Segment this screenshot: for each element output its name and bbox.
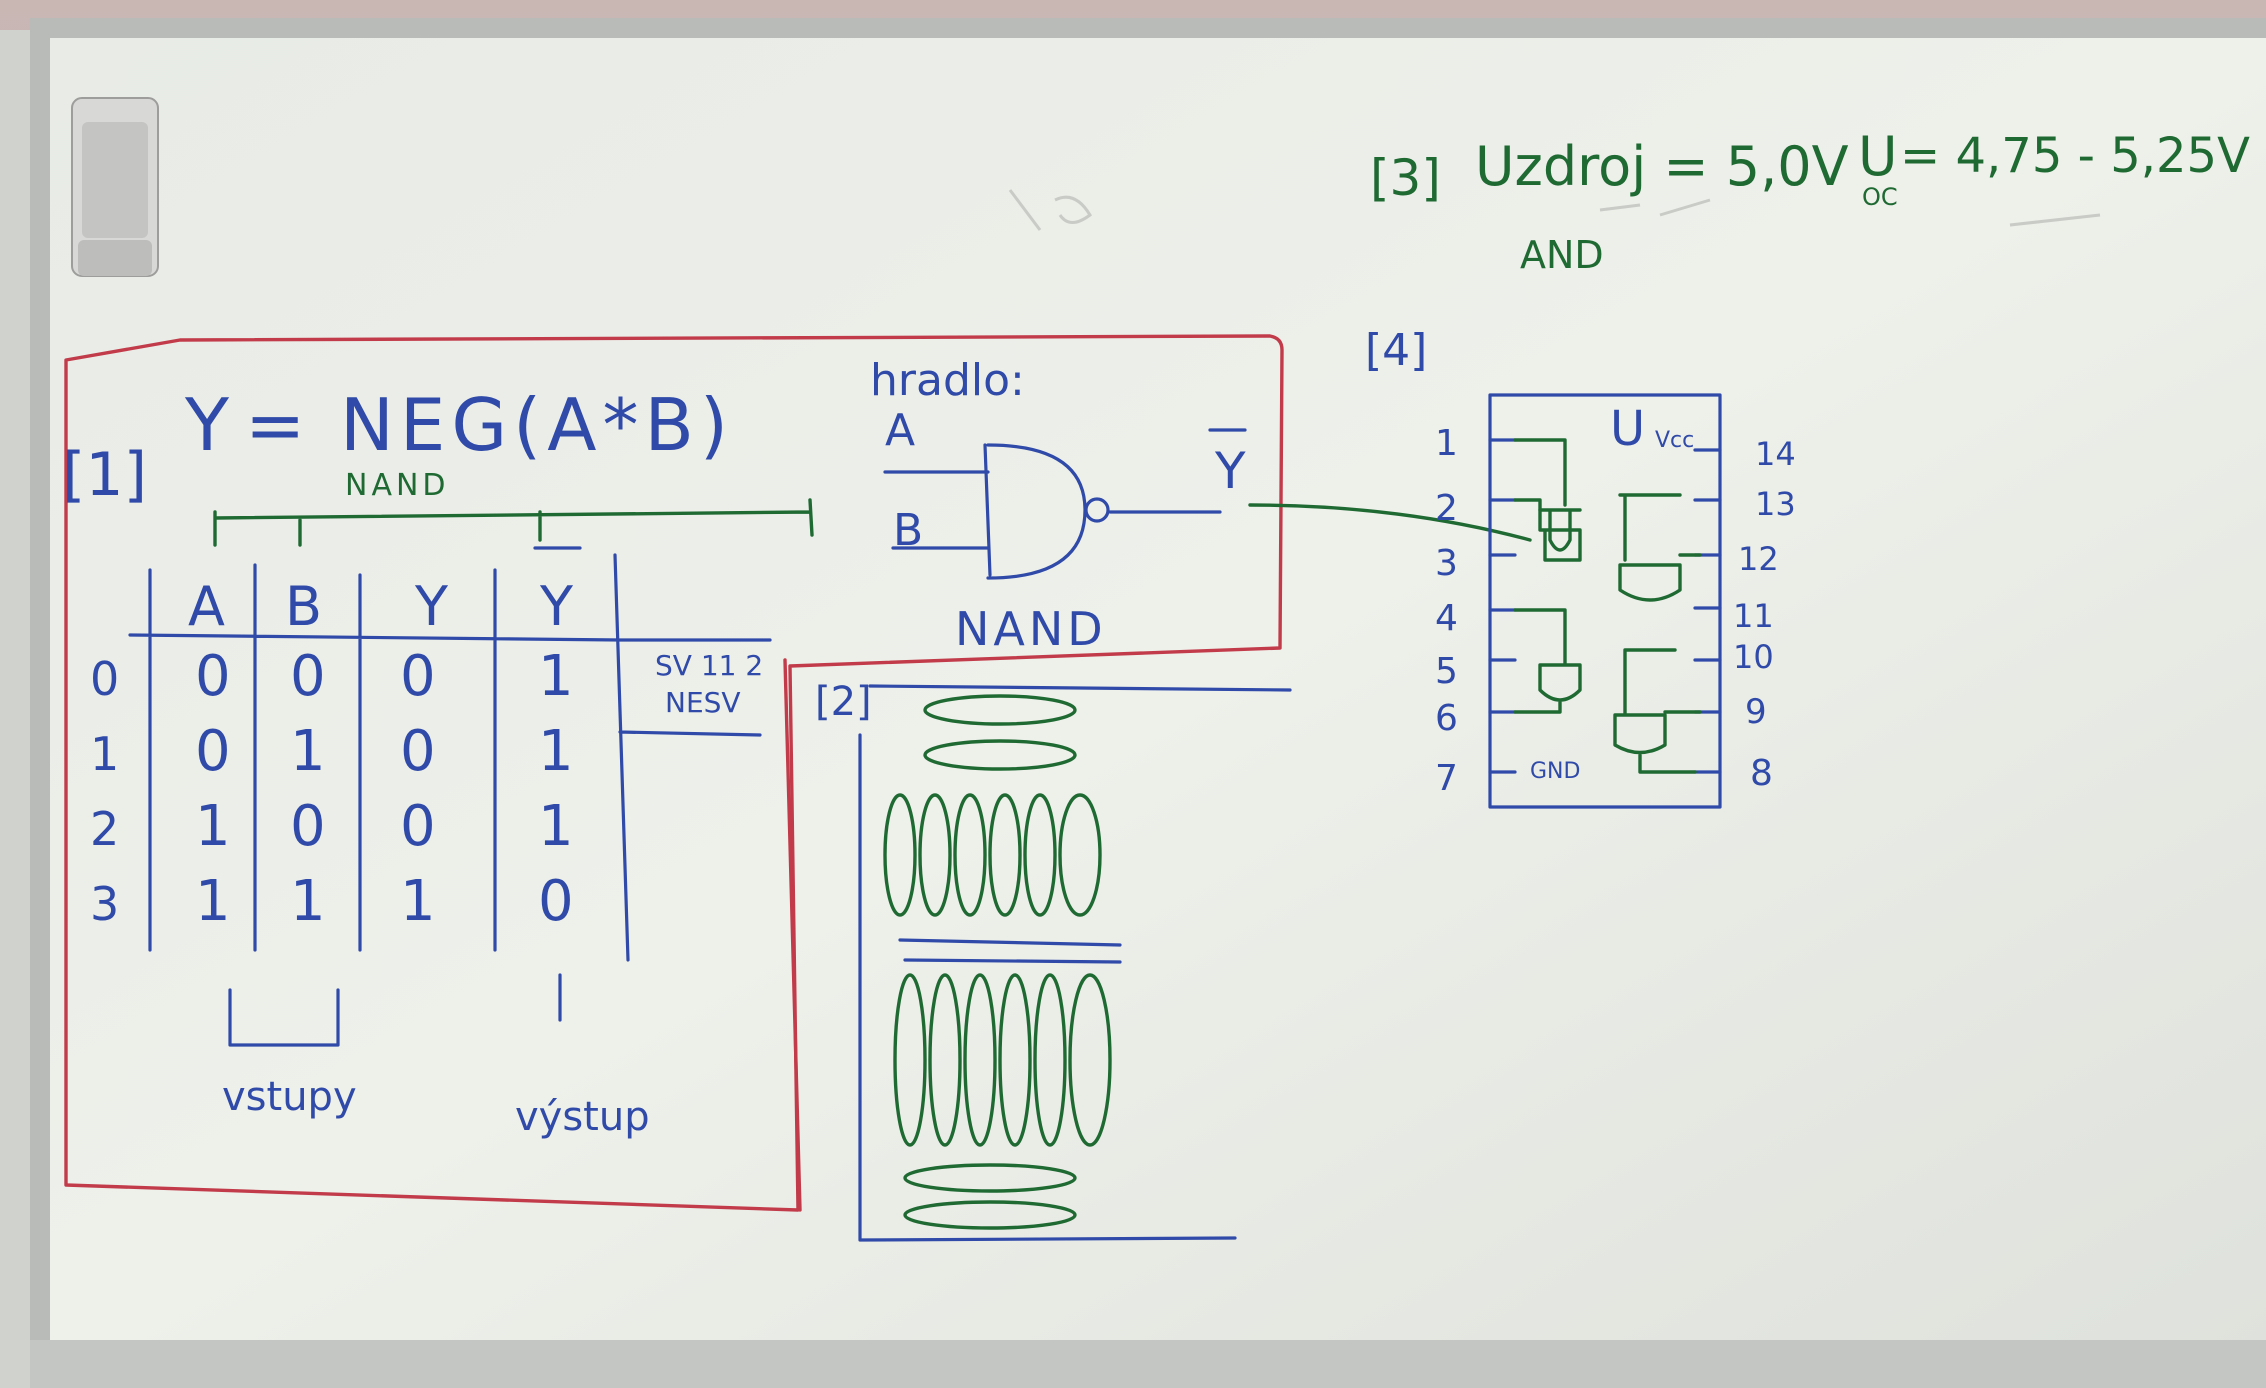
cell-ybar: 0 (538, 869, 574, 934)
cell-ybar: 1 (538, 794, 574, 859)
expr-rhs: NEG(A*B) (340, 383, 734, 467)
green-link-line (213, 498, 814, 547)
row-0: 0 0 0 0 1 (90, 644, 574, 709)
red-box-1 (64, 334, 1284, 1212)
red-divider (783, 658, 802, 1212)
col-head-ybar: Y (539, 575, 574, 638)
range-symbol: U (1858, 125, 1898, 188)
col-head-b: B (285, 575, 322, 638)
chip-body (1488, 393, 1722, 809)
pin-left-3: 3 (1435, 543, 1458, 584)
cell-a: 0 (195, 644, 231, 709)
chip-top-label: U (1610, 401, 1645, 457)
gate-input-a: A (885, 405, 915, 456)
pin-right-8: 8 (1750, 753, 1773, 794)
cell-a: 1 (195, 794, 231, 859)
cell-a: 0 (195, 719, 231, 784)
gate-heading: hradlo: (870, 355, 1025, 406)
section-tag-3: [3] (1370, 149, 1441, 207)
row-index: 3 (90, 877, 119, 931)
cell-y: 0 (400, 644, 436, 709)
pin-left-1: 1 (1435, 423, 1458, 464)
cell-y: 0 (400, 719, 436, 784)
row-1: 1 0 1 0 1 (90, 719, 574, 784)
nand-bubble (1084, 497, 1110, 523)
inputs-label: vstupy (222, 1074, 357, 1120)
side-note-line2: NESV (665, 686, 741, 719)
pin-left-6: 6 (1435, 698, 1458, 739)
pin-right-11: 11 (1733, 597, 1774, 635)
chip-internal-gates (1513, 438, 1702, 774)
supply-voltage: Uzdroj = 5,0V (1475, 135, 1849, 198)
cell-b: 0 (290, 644, 326, 709)
chip-gnd: GND (1530, 759, 1580, 784)
breadboard-outline (858, 684, 1292, 1242)
range-subscript: OC (1862, 183, 1898, 211)
row-3: 3 1 1 1 0 (90, 869, 574, 934)
pin-left-5: 5 (1435, 651, 1458, 692)
row-index: 1 (90, 727, 119, 781)
cell-b: 0 (290, 794, 326, 859)
cell-b: 1 (290, 869, 326, 934)
nand-label-top: NAND (345, 468, 450, 503)
pin-left-7: 7 (1435, 758, 1458, 799)
pin-right-14: 14 (1755, 435, 1796, 473)
section-tag-1: [1] (62, 440, 147, 510)
col-head-y: Y (414, 575, 449, 638)
section-tag-4: [4] (1365, 325, 1427, 376)
row-index: 2 (90, 802, 119, 856)
pin-left-4: 4 (1435, 598, 1458, 639)
cell-y: 1 (400, 869, 436, 934)
eraser (71, 97, 159, 277)
pin-right-13: 13 (1755, 485, 1796, 523)
pin-right-10: 10 (1733, 638, 1774, 676)
section-tag-2: [2] (815, 679, 872, 725)
cell-a: 1 (195, 869, 231, 934)
col-head-a: A (188, 575, 225, 638)
cell-ybar: 1 (538, 719, 574, 784)
chip-vcc: Vcc (1655, 428, 1694, 453)
cell-ybar: 1 (538, 644, 574, 709)
pin-right-12: 12 (1738, 540, 1779, 578)
expr-lhs: Y (184, 383, 230, 467)
gate-name: NAND (955, 602, 1107, 656)
side-note-line1: SV 11 2 (655, 649, 763, 682)
output-label: výstup (515, 1094, 650, 1140)
row-index: 0 (90, 652, 119, 706)
cell-b: 1 (290, 719, 326, 784)
table-grid (128, 553, 772, 1047)
pin-left-2: 2 (1435, 488, 1458, 529)
row-2: 2 1 0 0 1 (90, 794, 574, 859)
expr-eq: = (245, 383, 305, 467)
erased-ghost-marks (1008, 189, 2101, 231)
cell-y: 0 (400, 794, 436, 859)
pin-right-9: 9 (1745, 692, 1767, 732)
breadboard-strips (883, 694, 1112, 1230)
range-values: = 4,75 - 5,25V (1900, 128, 2250, 184)
green-connector (1248, 503, 1532, 542)
board-tray (30, 1340, 2266, 1388)
gate-output: Y (1214, 442, 1246, 500)
board-surface (50, 38, 2266, 1348)
gate-type: AND (1520, 233, 1604, 277)
chip-pin-stubs (1488, 438, 1722, 774)
